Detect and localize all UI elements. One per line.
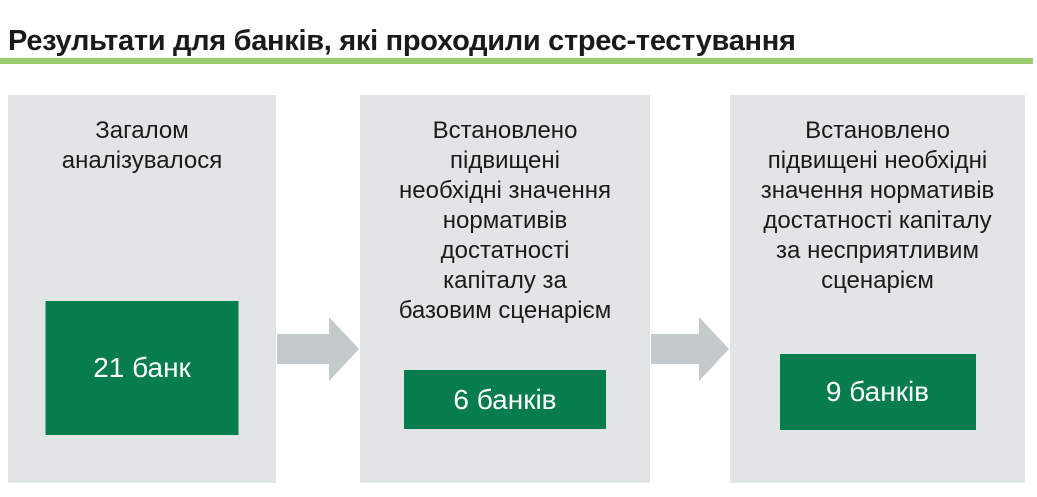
step-description: Встановлено підвищені необхідні значення… (760, 117, 995, 294)
value-badge: 6 банків (404, 370, 606, 429)
value-badge: 9 банків (779, 354, 976, 430)
step-description: Загалом аналізувалося (61, 117, 223, 174)
arrow-gap (650, 95, 730, 483)
flow-diagram: Загалом аналізувалося 21 банк Встановлен… (8, 95, 1029, 483)
arrow-right-icon (277, 317, 359, 381)
arrow-right-icon (651, 317, 729, 381)
title-underline (0, 58, 1033, 64)
step-card-total-analyzed: Загалом аналізувалося 21 банк (8, 95, 276, 483)
arrow-gap (276, 95, 360, 483)
value-badge: 21 банк (45, 301, 239, 435)
step-description: Встановлено підвищені необхідні значення… (398, 117, 612, 324)
step-card-adverse-scenario: Встановлено підвищені необхідні значення… (730, 95, 1025, 483)
step-card-base-scenario: Встановлено підвищені необхідні значення… (360, 95, 650, 483)
page-title: Результати для банків, які проходили стр… (8, 25, 796, 58)
